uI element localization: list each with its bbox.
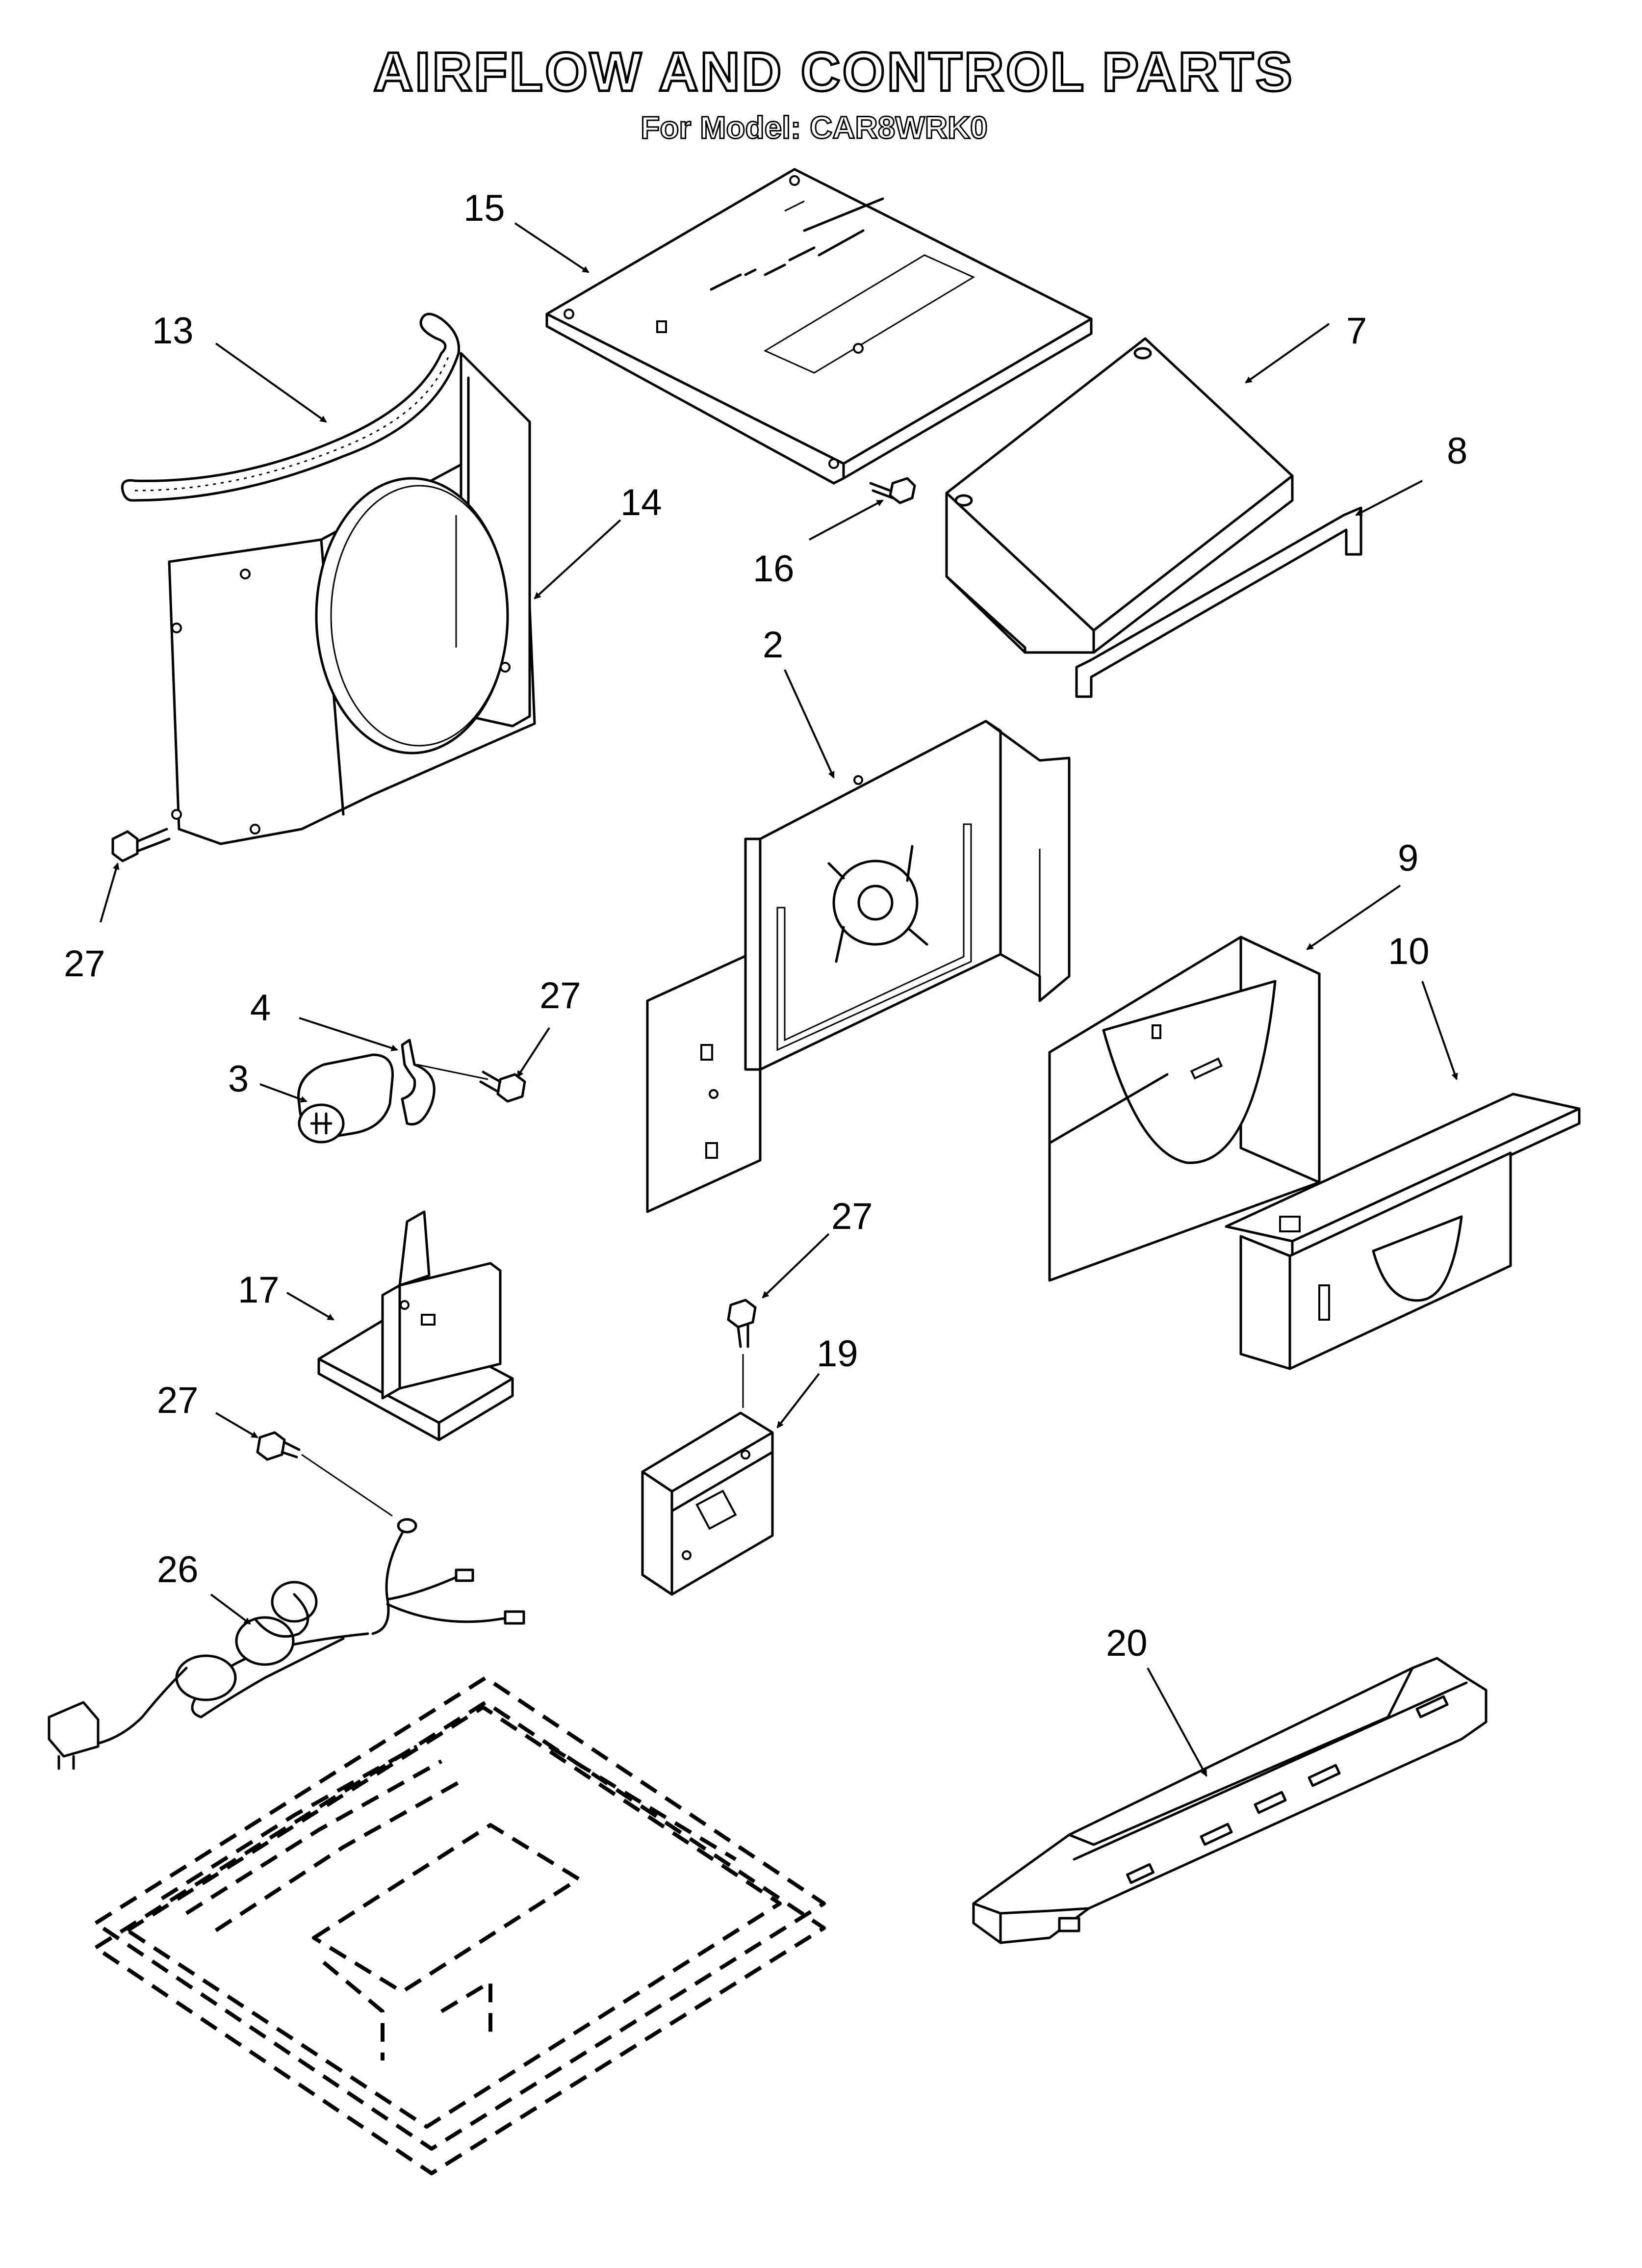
callout-27-clamp: 27 (539, 975, 581, 1017)
callout-8: 8 (1447, 430, 1467, 472)
part-20-drain-pan (972, 1657, 1488, 1944)
callout-7: 7 (1346, 310, 1367, 352)
callout-13: 13 (152, 310, 194, 352)
callout-3: 3 (228, 1058, 249, 1100)
callout-2: 2 (763, 624, 783, 666)
callout-16: 16 (753, 548, 795, 590)
callout-14: 14 (620, 482, 662, 523)
callout-27-shroud: 27 (64, 943, 105, 985)
callout-4: 4 (250, 987, 271, 1029)
part-27-screw-shroud (111, 828, 171, 862)
part-15-top-cover (545, 168, 1093, 485)
part-14-fan-shroud (168, 352, 536, 845)
callout-10: 10 (1388, 931, 1430, 972)
callout-9: 9 (1398, 837, 1418, 879)
page-title: AIRFLOW AND CONTROL PARTS (373, 41, 1294, 103)
callout-27-board: 27 (831, 1196, 873, 1237)
callout-19: 19 (817, 1333, 858, 1375)
base-pan-outline (94, 1676, 826, 2175)
part-27-screw-clamp (479, 1070, 526, 1103)
callout-labels: 15 13 7 8 14 16 2 27 9 10 4 27 3 27 17 1… (64, 187, 1467, 1664)
part-7-control-cover (945, 337, 1294, 654)
part-2-partition-panel (646, 720, 1071, 1213)
model-subtitle: For Model: CAR8WRK0 (641, 110, 988, 145)
part-17-bracket (317, 1210, 514, 1441)
part-26-power-cord (48, 1518, 525, 1770)
part-13-gasket (121, 313, 461, 502)
callout-15: 15 (463, 187, 505, 229)
callout-26: 26 (157, 1549, 199, 1590)
callout-17: 17 (238, 1269, 280, 1311)
part-3-capacitor (297, 1053, 394, 1144)
part-4-clamp (401, 1039, 436, 1125)
part-19-control-bracket (641, 1411, 774, 1596)
part-8-foam-strip (1075, 506, 1362, 698)
callout-20: 20 (1106, 1622, 1148, 1664)
callout-27-ground: 27 (157, 1380, 199, 1421)
leader-lines (100, 222, 1458, 1777)
part-16-screw (869, 477, 916, 504)
part-27-screw-board (727, 1299, 757, 1408)
part-27-screw-ground (256, 1431, 393, 1517)
part-10-air-deflector (1225, 1093, 1581, 1370)
